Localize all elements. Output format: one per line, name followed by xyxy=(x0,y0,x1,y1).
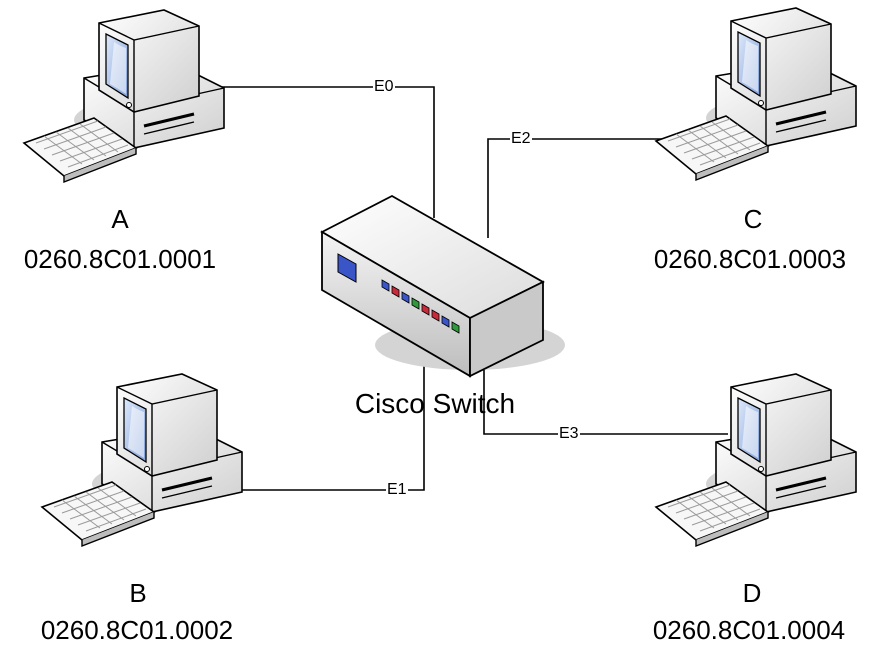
link-c-e2 xyxy=(487,138,664,238)
link-a-e0 xyxy=(210,86,435,218)
host-a-name: A xyxy=(111,204,129,234)
computer-d-icon xyxy=(654,372,858,548)
link-b-e1 xyxy=(232,355,425,491)
host-d-name: D xyxy=(742,578,762,608)
computer-b-icon xyxy=(40,372,244,548)
host-c-mac: 0260.8C01.0003 xyxy=(653,244,847,274)
port-label-e3: E3 xyxy=(558,425,580,442)
host-c-name: C xyxy=(743,204,763,234)
port-label-e1: E1 xyxy=(386,481,408,498)
port-label-e0: E0 xyxy=(373,78,395,95)
host-a-mac: 0260.8C01.0001 xyxy=(23,244,217,274)
link-d-e3 xyxy=(483,370,728,435)
switch-icon xyxy=(320,194,565,378)
host-b-mac: 0260.8C01.0002 xyxy=(40,615,234,645)
switch-label: Cisco Switch xyxy=(354,388,516,419)
host-d-mac: 0260.8C01.0004 xyxy=(652,615,846,645)
computer-a-icon xyxy=(22,8,226,184)
connection-lines xyxy=(210,86,728,491)
host-b-name: B xyxy=(129,578,147,608)
port-label-e2: E2 xyxy=(510,130,532,147)
computer-c-icon xyxy=(654,6,858,182)
